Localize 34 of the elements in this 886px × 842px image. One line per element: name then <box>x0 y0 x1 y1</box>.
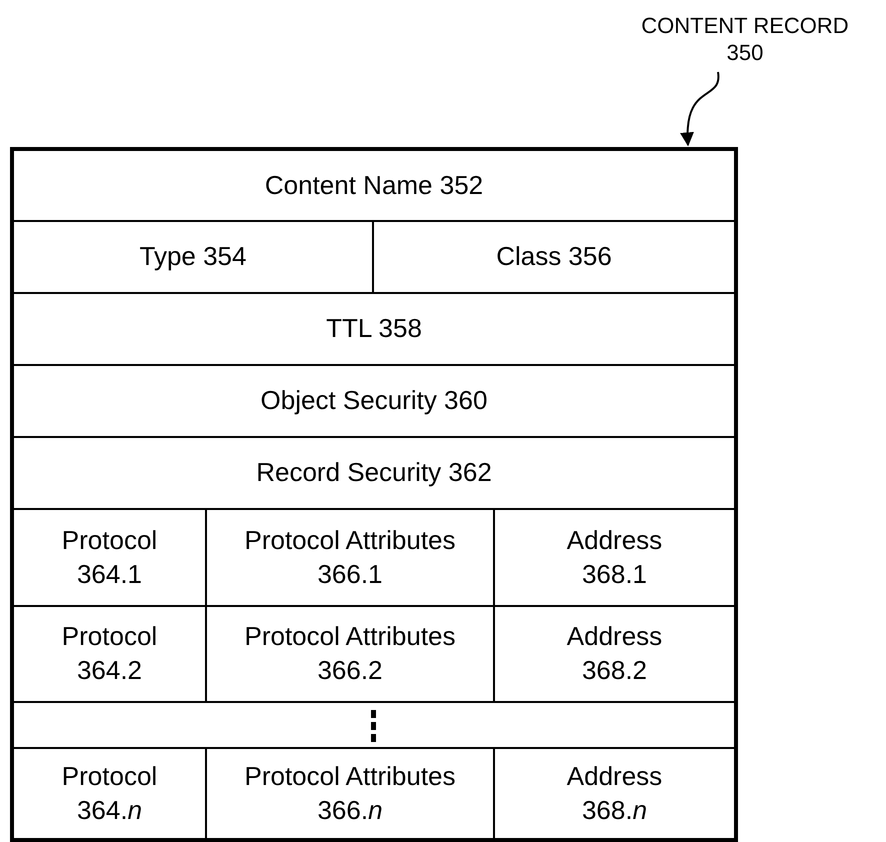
field-text: Protocol 364.2 <box>60 620 158 687</box>
record-field <box>206 748 494 839</box>
record-field <box>13 702 735 748</box>
record-field <box>13 365 735 437</box>
field-text: Address 368.1 <box>566 524 664 590</box>
field-text: TTL 358 <box>326 312 422 346</box>
field-text: Protocol 364.1 <box>60 524 158 590</box>
field-text: Protocol 364.n <box>60 760 158 826</box>
title-label: CONTENT RECORD 350 <box>640 12 850 66</box>
record-field <box>13 748 206 839</box>
record-field <box>13 509 206 606</box>
record-field <box>13 437 735 509</box>
field-text: Record Security 362 <box>256 456 492 490</box>
field-text: Protocol Attributes 366.1 <box>244 524 456 590</box>
record-field <box>13 293 735 365</box>
leader-arrow <box>680 72 720 146</box>
record-field <box>494 748 735 839</box>
record-field <box>494 606 735 702</box>
field-text: Address 368.n <box>566 760 664 826</box>
record-field <box>494 509 735 606</box>
field-text: Content Name 352 <box>264 168 484 202</box>
field-text: Class 356 <box>496 240 612 274</box>
field-text: Address 368.2 <box>566 620 664 687</box>
record-field <box>13 221 373 293</box>
record-field <box>13 606 206 702</box>
field-text: Protocol Attributes 366.n <box>244 760 456 826</box>
field-text: Protocol Attributes 366.2 <box>244 620 456 687</box>
record-field <box>13 150 735 221</box>
record-field <box>206 606 494 702</box>
record-table <box>10 147 738 842</box>
record-field <box>206 509 494 606</box>
record-field <box>373 221 735 293</box>
field-text: Type 354 <box>140 240 246 274</box>
field-text: Object Security 360 <box>260 384 488 418</box>
